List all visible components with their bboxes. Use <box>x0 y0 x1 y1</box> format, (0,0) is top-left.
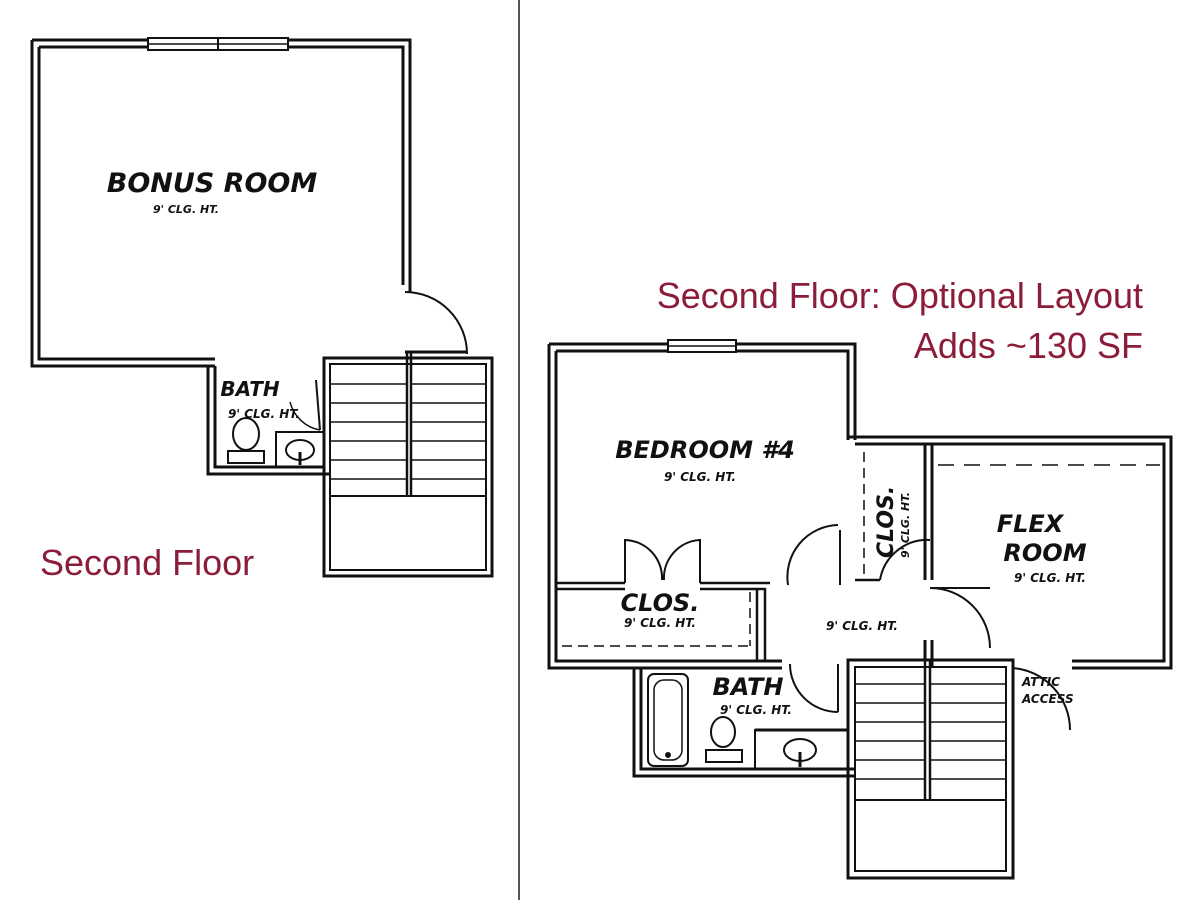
bedroom4-ceiling: 9' CLG. HT. <box>664 470 736 484</box>
attic-label-1: ATTIC <box>1021 675 1060 689</box>
attic-access-door <box>1011 667 1072 731</box>
hall-ceiling: 9' CLG. HT. <box>826 619 898 633</box>
left-bath-ceiling: 9' CLG. HT. <box>228 407 300 421</box>
attic-label-2: ACCESS <box>1021 692 1074 706</box>
left-floor-plan <box>30 37 494 578</box>
closet-main-label: CLOS. <box>621 589 700 617</box>
bonus-room-label: BONUS ROOM <box>107 168 318 199</box>
bedroom4-window <box>667 339 737 353</box>
closet-main-ceiling: 9' CLG. HT. <box>624 616 696 630</box>
bonus-room-ceiling: 9' CLG. HT. <box>153 203 219 216</box>
right-plan-caption-line2: Adds ~130 SF <box>914 325 1143 366</box>
flex-room-label-1: FLEX <box>997 510 1065 538</box>
left-bath-door-swing <box>289 401 321 431</box>
right-sink-icon <box>754 729 849 770</box>
bonus-room-window <box>147 37 289 51</box>
bedroom4-walls <box>547 342 857 670</box>
left-stairs <box>322 352 494 578</box>
right-toilet-icon <box>705 716 743 763</box>
hall-door-swings <box>786 524 991 713</box>
flex-room-ceiling: 9' CLG. HT. <box>1014 571 1086 585</box>
flex-room-label-2: ROOM <box>1003 539 1086 567</box>
bedroom4-label: BEDROOM #4 <box>615 436 795 464</box>
flex-room-walls <box>848 435 1173 670</box>
closet-flex-text: CLOS. 9' CLG. HT. <box>874 486 912 558</box>
right-floor-plan <box>547 339 1173 880</box>
right-bath-label: BATH <box>712 673 783 701</box>
left-bath-label: BATH <box>220 377 279 401</box>
left-plan-caption: Second Floor <box>40 542 254 583</box>
left-sink-icon <box>275 431 325 468</box>
right-stairs <box>846 658 1015 880</box>
left-toilet-icon <box>227 417 265 464</box>
closet-flex-label: CLOS. <box>874 486 899 558</box>
bedroom-closet-walls <box>556 581 770 661</box>
bonus-room-walls <box>30 38 412 368</box>
bonus-room-door-swing <box>404 291 468 355</box>
right-bath-ceiling: 9' CLG. HT. <box>720 703 792 717</box>
bathtub-icon <box>647 673 689 767</box>
bedroom-closet-door-swings <box>624 538 701 583</box>
right-plan-caption-line1: Second Floor: Optional Layout <box>657 275 1143 316</box>
closet-flex-ceiling: 9' CLG. HT. <box>899 492 912 558</box>
